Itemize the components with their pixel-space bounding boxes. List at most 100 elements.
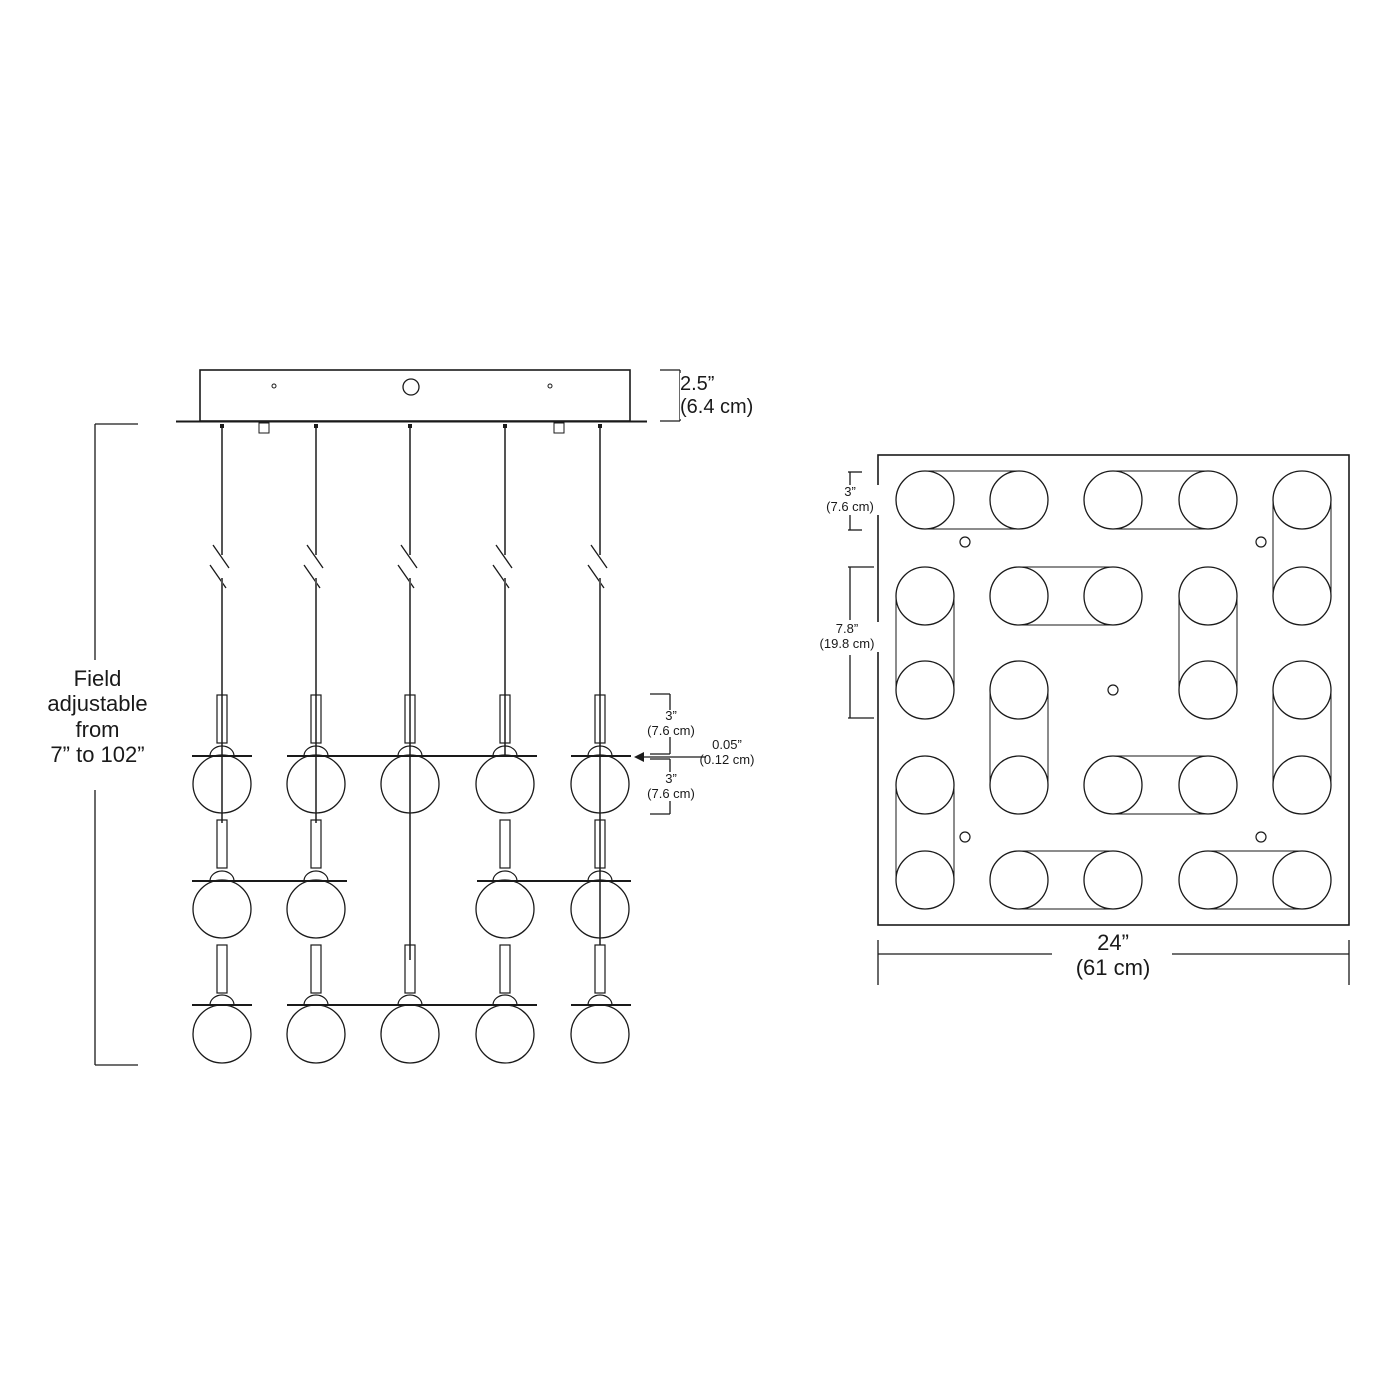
globe-cap <box>492 994 518 1006</box>
glass-globe <box>570 879 630 939</box>
globe-plan <box>1178 566 1238 626</box>
break-mark <box>587 564 605 589</box>
cable-gripper <box>598 424 602 428</box>
field-line-2: adjustable <box>47 691 148 717</box>
globe-stem <box>404 944 416 994</box>
globe-plan <box>895 660 955 720</box>
glass-globe <box>380 754 440 814</box>
globe-cap <box>303 994 329 1006</box>
cable-gripper <box>503 424 507 428</box>
glass-globe <box>380 1004 440 1064</box>
glass-globe <box>570 754 630 814</box>
glass-globe <box>192 879 252 939</box>
globe-cap <box>492 745 518 757</box>
glass-globe <box>570 1004 630 1064</box>
globe-cap <box>587 870 613 882</box>
tier-spacing-upper-label: 3” (7.6 cm) <box>640 708 702 739</box>
cable-gripper <box>314 424 318 428</box>
globe-cap <box>303 870 329 882</box>
globe-plan <box>895 566 955 626</box>
tier-upper-cm: (7.6 cm) <box>647 722 695 738</box>
globe-plan <box>1178 660 1238 720</box>
plan-width-cm: (61 cm) <box>1075 955 1151 981</box>
canopy-screw <box>547 383 553 389</box>
canopy-height-in: 2.5” <box>680 373 715 395</box>
plan-small-in: 3” <box>844 484 856 499</box>
globe-stem <box>594 819 606 869</box>
globe-stem <box>404 694 416 744</box>
glass-globe <box>286 879 346 939</box>
plate-cm: (0.12 cm) <box>699 751 755 767</box>
cable-gripper <box>408 424 412 428</box>
globe-stem <box>499 819 511 869</box>
glass-globe <box>192 754 252 814</box>
globe-stem <box>310 944 322 994</box>
globe-plan <box>1178 755 1238 815</box>
plan-large-in: 7.8” <box>835 621 859 636</box>
globe-plan <box>1272 850 1332 910</box>
plan-large-cm: (19.8 cm) <box>819 635 875 651</box>
break-mark <box>306 544 324 569</box>
globe-plan <box>1272 566 1332 626</box>
globe-stem <box>216 819 228 869</box>
globe-plan <box>1178 850 1238 910</box>
plan-large-spacing-label: 7.8” (19.8 cm) <box>812 621 882 652</box>
globe-plan <box>1083 755 1143 815</box>
field-line-3: from <box>75 716 120 742</box>
globe-stem <box>310 694 322 744</box>
globe-plan <box>895 755 955 815</box>
globe-plan <box>989 470 1049 530</box>
globe-plan <box>989 660 1049 720</box>
break-mark <box>400 544 418 569</box>
mounting-bracket <box>258 422 270 434</box>
globe-cap <box>209 870 235 882</box>
globe-plan <box>989 755 1049 815</box>
globe-cap <box>397 994 423 1006</box>
tier-lower-cm: (7.6 cm) <box>647 785 695 801</box>
canopy <box>199 369 631 422</box>
globe-stem <box>216 944 228 994</box>
glass-globe <box>475 1004 535 1064</box>
globe-stem <box>499 944 511 994</box>
globe-stem <box>499 694 511 744</box>
globe-stem <box>310 819 322 869</box>
glass-globe <box>192 1004 252 1064</box>
break-mark <box>397 564 415 589</box>
globe-plan <box>989 850 1049 910</box>
mounting-hole <box>1255 831 1267 843</box>
canopy-center-hole <box>402 378 420 396</box>
canopy-height-cm: (6.4 cm) <box>680 396 754 418</box>
globe-cap <box>209 745 235 757</box>
canopy-plan <box>877 454 1350 926</box>
break-mark <box>212 544 230 569</box>
plan-width-label: 24” (61 cm) <box>1060 930 1166 981</box>
globe-cap <box>303 745 329 757</box>
globe-stem <box>594 944 606 994</box>
plan-width-in: 24” <box>1097 930 1129 955</box>
globe-plan <box>1083 470 1143 530</box>
mounting-hole <box>959 831 971 843</box>
globe-cap <box>209 994 235 1006</box>
tier-lower-in: 3” <box>665 771 677 786</box>
globe-cap <box>587 745 613 757</box>
globe-plan <box>895 470 955 530</box>
break-mark <box>492 564 510 589</box>
mounting-bracket <box>553 422 565 434</box>
glass-globe <box>286 1004 346 1064</box>
globe-plan <box>1272 470 1332 530</box>
break-mark <box>590 544 608 569</box>
tier-spacing-lower-label: 3” (7.6 cm) <box>640 771 702 802</box>
field-line-4: 7” to 102” <box>50 741 145 767</box>
glass-globe <box>475 879 535 939</box>
plan-small-cm: (7.6 cm) <box>826 498 874 514</box>
globe-cap <box>397 745 423 757</box>
canopy-height-label: 2.5” (6.4 cm) <box>680 373 754 419</box>
glass-globe <box>475 754 535 814</box>
globe-plan <box>1272 660 1332 720</box>
mounting-hole <box>1107 684 1119 696</box>
plate-thickness-label: 0.05” (0.12 cm) <box>694 737 760 768</box>
mounting-hole <box>959 536 971 548</box>
arrow-icon <box>634 752 644 762</box>
break-mark <box>209 564 227 589</box>
